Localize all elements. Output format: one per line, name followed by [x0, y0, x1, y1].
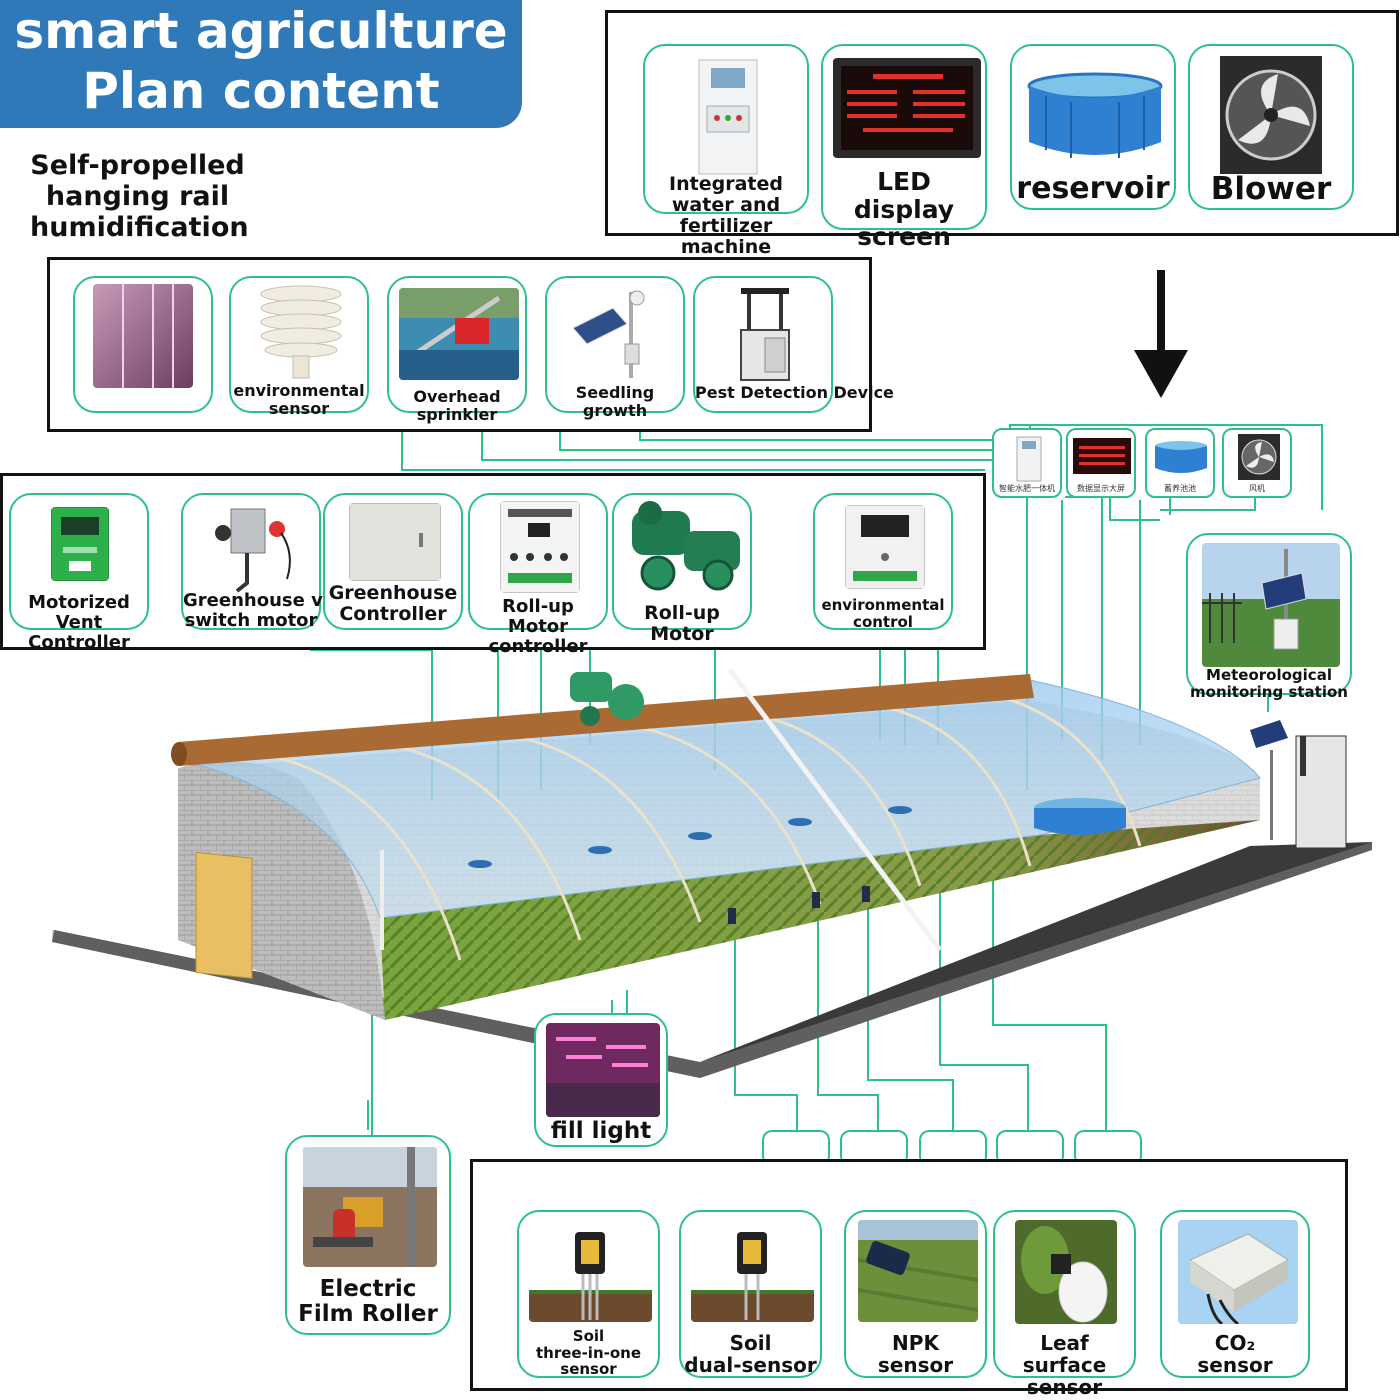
environmental-control-icon: [845, 505, 925, 589]
card-label: fill light: [550, 1118, 652, 1144]
card-label: Integrated water and fertilizer machine: [669, 173, 783, 258]
card-label: Seedling growth: [575, 383, 655, 420]
card-environmental-sensor: environmental sensor: [229, 276, 369, 417]
mini-card-led-screen: 数据显示大屏: [1066, 428, 1136, 498]
card-fill-light: fill light: [534, 1013, 668, 1147]
card-label: Blower: [1210, 171, 1332, 207]
leaf-surface-sensor-icon: [1015, 1220, 1117, 1324]
fill-light-icon: [546, 1023, 660, 1117]
card-label: LED display screen: [853, 167, 955, 251]
card-label: Roll-up Motor controller: [488, 596, 588, 657]
water-fertilizer-machine-icon: [698, 59, 758, 175]
card-environmental-control: environmental control: [813, 493, 953, 630]
led-screen-icon: [1073, 438, 1131, 474]
npk-sensor-icon: [858, 1220, 978, 1322]
environmental-sensor-icon: [260, 285, 342, 379]
blower-fan-icon: [1238, 434, 1280, 480]
card-label: CO₂ sensor: [1197, 1331, 1273, 1377]
vent-controller-icon: [51, 507, 109, 581]
card-label: Overhead sprinkler: [413, 387, 501, 424]
card-soil-three-in-one-sensor: Soil three-in-one sensor: [517, 1210, 660, 1378]
card-label: Soil dual-sensor: [684, 1331, 817, 1377]
card-co2-sensor: CO₂ sensor: [1160, 1210, 1310, 1378]
reservoir-icon: [1027, 72, 1163, 158]
sprinkler-icon: [399, 288, 519, 380]
led-screen-icon: [833, 58, 981, 158]
title-line-1: smart agriculture: [14, 2, 508, 60]
film-roller-icon: [303, 1147, 437, 1267]
card-motorized-vent-controller: Motorized Vent Controller: [9, 493, 149, 652]
card-electric-film-roller: Electric Film Roller: [285, 1135, 451, 1335]
title-banner: smart agriculture Plan content: [0, 0, 522, 128]
card-seedling-growth: Seedling growth: [545, 276, 685, 419]
mini-card-water-fertilizer: 智能水肥一体机: [992, 428, 1062, 498]
card-vent-switch-motor: Greenhouse vent switch motor: [181, 493, 357, 631]
water-fertilizer-machine-icon: [1016, 436, 1042, 482]
greenhouse-illustration: [52, 668, 1372, 1078]
vent-motor-icon: [215, 508, 291, 593]
down-arrow-icon: [1134, 270, 1188, 398]
card-label: Greenhouse Controller: [328, 582, 458, 625]
card-rollup-motor: Roll-up Motor: [612, 493, 752, 644]
weather-station-icon: [1202, 543, 1340, 667]
card-label: environmental control: [821, 596, 945, 631]
card-blower: Blower: [1188, 44, 1354, 210]
rollup-motor-icon: [632, 501, 740, 591]
card-hanging-rail: [73, 276, 213, 413]
card-pest-detection: Pest Detection Device: [693, 276, 894, 413]
side-title: Self-propelled hanging rail humidificati…: [30, 150, 249, 243]
card-label: Soil three-in-one sensor: [535, 1327, 642, 1378]
card-label: Leaf surface sensor: [1022, 1331, 1107, 1399]
card-npk-sensor: NPK sensor: [844, 1210, 987, 1378]
pest-detector-icon: [740, 288, 790, 381]
mini-card-reservoir: 蓄养池池: [1145, 428, 1215, 498]
card-label: Electric Film Roller: [298, 1276, 438, 1328]
greenhouse-controller-icon: [349, 503, 441, 581]
card-meteorological-station: Meteorological monitoring station: [1186, 533, 1352, 700]
mini-card-blower: 风机: [1222, 428, 1292, 498]
card-label: Greenhouse vent switch motor: [183, 590, 357, 631]
soil-three-in-one-sensor-icon: [529, 1232, 652, 1322]
card-soil-dual-sensor: Soil dual-sensor: [679, 1210, 822, 1378]
card-label: environmental sensor: [233, 381, 365, 418]
title-line-2: Plan content: [82, 62, 440, 120]
card-label: Motorized Vent Controller: [28, 592, 130, 653]
rollup-controller-icon: [500, 501, 580, 593]
card-label: reservoir: [1016, 171, 1170, 206]
seedling-camera-icon: [572, 290, 645, 378]
card-rollup-motor-controller: Roll-up Motor controller: [468, 493, 608, 656]
card-greenhouse-controller: Greenhouse Controller: [323, 493, 463, 630]
card-label: Roll-up Motor: [644, 602, 720, 645]
card-label: NPK sensor: [877, 1331, 954, 1377]
card-leaf-surface-sensor: Leaf surface sensor: [993, 1210, 1136, 1398]
co2-sensor-icon: [1178, 1220, 1298, 1324]
soil-dual-sensor-icon: [691, 1232, 814, 1322]
card-label: Meteorological monitoring station: [1190, 666, 1348, 701]
card-led-display: LED display screen: [821, 44, 987, 250]
reservoir-icon: [1155, 441, 1207, 473]
card-overhead-sprinkler: Overhead sprinkler: [387, 276, 527, 423]
card-reservoir: reservoir: [1010, 44, 1176, 210]
card-label: Pest Detection Device: [695, 383, 894, 402]
card-water-fertilizer-machine: Integrated water and fertilizer machine: [643, 44, 809, 257]
hanging-rail-icon: [93, 284, 193, 388]
blower-fan-icon: [1220, 56, 1322, 174]
